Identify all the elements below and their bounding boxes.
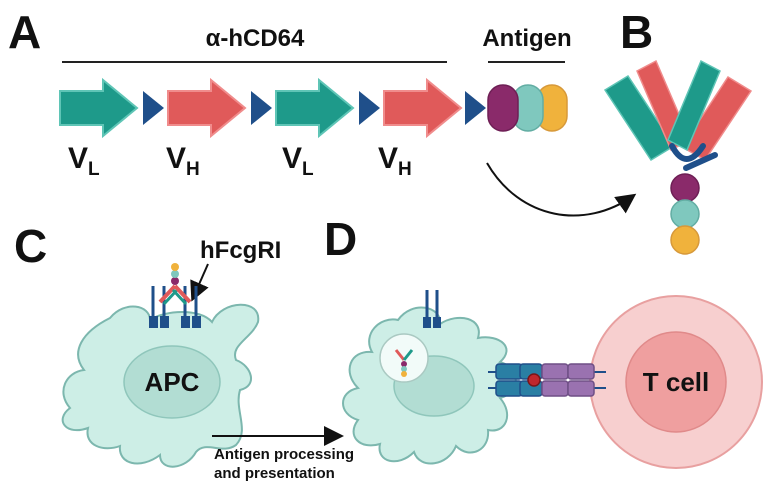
right-vl-arm (667, 59, 721, 152)
linker-triangle (465, 91, 486, 125)
vh-domain-arrow (167, 77, 247, 139)
scfv-label: α-hCD64 (206, 25, 305, 52)
tcr-domain (541, 380, 569, 397)
t-cell-label: T cell (643, 367, 709, 397)
panel-label-a: A (8, 6, 41, 58)
domain-label-vh-2: VH (378, 142, 412, 180)
t-cell-nucleus (625, 331, 727, 433)
apc-cell-presenting (342, 290, 517, 465)
tcr-domain (567, 380, 595, 397)
hfcgri-receptor-d (423, 290, 441, 328)
linker-triangle (143, 91, 164, 125)
peptide-antigen-dot (527, 373, 541, 387)
antigen-yellow-ball (670, 225, 700, 255)
apc-label: APC (145, 367, 200, 397)
antigen-teal-ball (670, 199, 700, 229)
bound-antibody-icon (158, 263, 192, 306)
vh-domain-arrow (383, 77, 463, 139)
hfcgri-receptor-left (149, 286, 169, 328)
process-caption-line1: Antigen processing (214, 446, 354, 463)
antigen-segment-purple (487, 84, 519, 132)
apc-cell: APC (61, 263, 260, 468)
vl-domain-arrow (59, 77, 139, 139)
mhc-domain (495, 363, 523, 380)
domain-label-vh-1: VH (166, 142, 200, 180)
receptor-label: hFcgRI (200, 237, 281, 264)
linker-triangle (359, 91, 380, 125)
curved-arrow-to-b (486, 162, 637, 217)
tcr-domain (541, 363, 569, 380)
linker-triangle (251, 91, 272, 125)
panel-label-d: D (324, 213, 357, 265)
linker-hinge (669, 143, 706, 162)
panel-label-c: C (14, 220, 47, 272)
antigen-purple-ball (670, 173, 700, 203)
panel-label-b: B (620, 6, 653, 58)
vl-domain-arrow (275, 77, 355, 139)
tcr-domain (567, 363, 595, 380)
internalized-antibody-icon (394, 349, 414, 377)
antigen-label: Antigen (482, 25, 571, 52)
t-cell: T cell (589, 295, 763, 469)
apc-nucleus (123, 345, 221, 419)
antigen-capsules (487, 84, 568, 132)
mhc-tcr-synapse (488, 363, 606, 397)
mhc-domain (495, 380, 523, 397)
process-caption-line2: and presentation (214, 465, 335, 482)
linker-tail (683, 152, 718, 171)
construct-domains (59, 77, 486, 139)
domain-label-vl-2: VL (282, 142, 314, 180)
domain-label-vl-1: VL (68, 142, 100, 180)
bispecific-antibody-icon (603, 59, 753, 255)
